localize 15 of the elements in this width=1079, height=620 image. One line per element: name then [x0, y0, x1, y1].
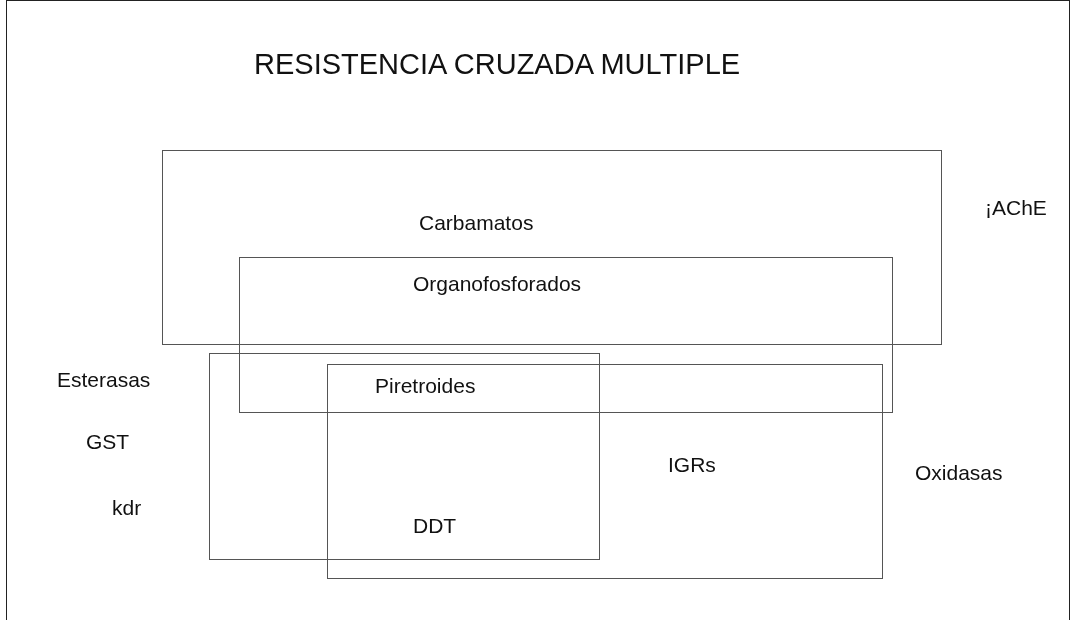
mechanism-label: Esterasas	[57, 368, 151, 392]
set-label: IGRs	[668, 453, 716, 477]
mechanism-label: ¡AChE	[985, 196, 1047, 220]
diagram-title: RESISTENCIA CRUZADA MULTIPLE	[254, 48, 741, 81]
set-rectangle	[209, 353, 600, 560]
set-rectangle	[239, 257, 893, 413]
set-label: Carbamatos	[419, 211, 534, 235]
set-label: Organofosforados	[413, 272, 582, 296]
set-rectangle	[162, 150, 942, 345]
set-label: Piretroides	[375, 374, 476, 398]
mechanism-label: Oxidasas	[915, 461, 1003, 485]
set-rectangle	[327, 364, 883, 579]
set-label: DDT	[413, 514, 457, 538]
mechanism-label: GST	[86, 430, 130, 454]
mechanism-label: kdr	[112, 496, 142, 520]
